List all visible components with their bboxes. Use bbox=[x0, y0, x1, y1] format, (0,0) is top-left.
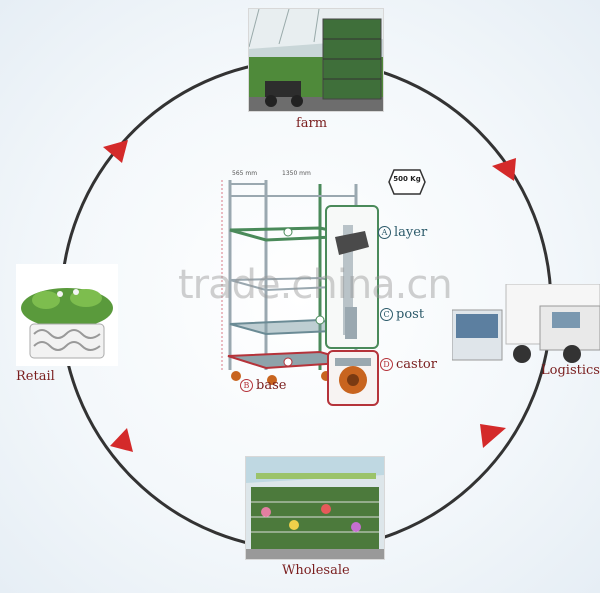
watermark: trade.china.cn bbox=[178, 262, 453, 308]
arrow-bottom-right bbox=[480, 424, 506, 448]
stage-label-farm: farm bbox=[296, 116, 328, 131]
castor-detail-inset bbox=[327, 350, 379, 406]
wholesale-photo bbox=[245, 456, 385, 560]
truck-image bbox=[452, 284, 600, 363]
part-badge-castor: D bbox=[380, 358, 393, 371]
flower-pot-image bbox=[16, 264, 118, 366]
wheel-detail-image bbox=[335, 358, 371, 394]
logistics-photo bbox=[452, 284, 600, 366]
arrow-top-left bbox=[103, 140, 128, 163]
farm-photo bbox=[248, 8, 384, 112]
part-text-post: post bbox=[396, 307, 425, 322]
weight-icon bbox=[388, 169, 426, 195]
arrow-top-right bbox=[492, 158, 516, 181]
stage-label-wholesale: Wholesale bbox=[282, 563, 350, 578]
layer-detail-inset bbox=[325, 205, 379, 349]
dimension-depth: 565 mm bbox=[232, 170, 258, 177]
part-text-castor: castor bbox=[396, 357, 437, 372]
greenhouse-image bbox=[249, 9, 383, 111]
stage-label-retail: Retail bbox=[16, 369, 55, 384]
capacity-badge: 500 Kg bbox=[388, 168, 426, 196]
stage-label-logistics: Logistics bbox=[541, 363, 600, 378]
retail-photo bbox=[16, 264, 118, 366]
capacity-badge-text: 500 Kg bbox=[393, 175, 421, 183]
dimension-width: 1350 mm bbox=[282, 170, 311, 177]
clip-detail-image bbox=[335, 225, 369, 339]
arrow-bottom-left bbox=[110, 428, 133, 452]
part-badge-base: B bbox=[240, 379, 253, 392]
market-image bbox=[246, 457, 384, 559]
part-badge-post: C bbox=[380, 308, 393, 321]
part-text-base: base bbox=[256, 378, 287, 393]
part-text-layer: layer bbox=[394, 225, 428, 240]
part-badge-layer: A bbox=[378, 226, 391, 239]
